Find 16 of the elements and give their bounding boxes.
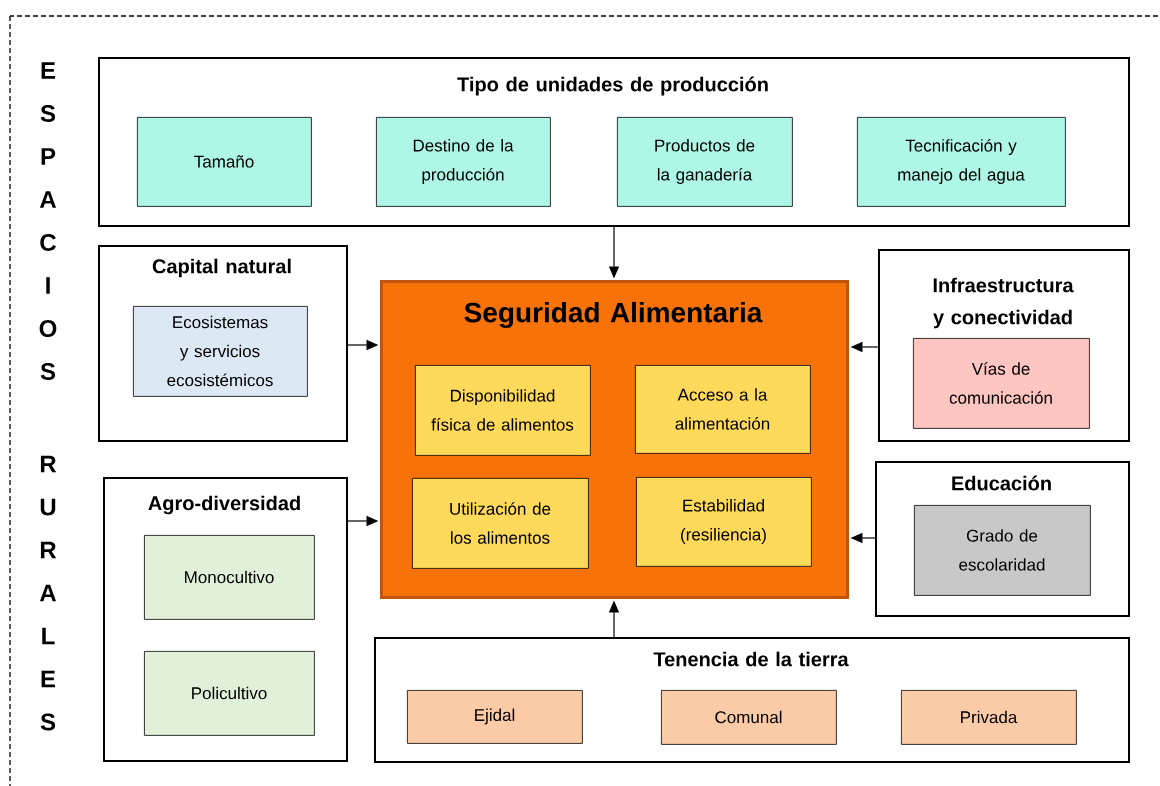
factor-box: Grado de escolaridad — [914, 505, 1091, 596]
factor-box: Disponibilidad física de alimentos — [415, 365, 591, 456]
factor-box: Privada — [901, 690, 1077, 745]
factor-box: Utilización de los alimentos — [412, 478, 589, 569]
factor-box: Tecnificación y manejo del agua — [857, 117, 1066, 207]
factor-box: Estabilidad (resiliencia) — [636, 477, 812, 567]
factor-box: Policultivo — [144, 651, 315, 736]
factor-box: Ejidal — [407, 690, 583, 744]
factor-box: Monocultivo — [144, 535, 315, 620]
factor-box: Comunal — [661, 690, 837, 745]
factor-box: Ecosistemas y servicios ecosistémicos — [133, 306, 308, 397]
factor-box: Destino de la producción — [376, 117, 551, 207]
factor-box: Acceso a la alimentación — [635, 365, 811, 454]
factor-box: Tamaño — [137, 117, 312, 207]
factor-box: Vías de comunicación — [913, 338, 1090, 429]
factor-box: Productos de la ganadería — [617, 117, 793, 207]
